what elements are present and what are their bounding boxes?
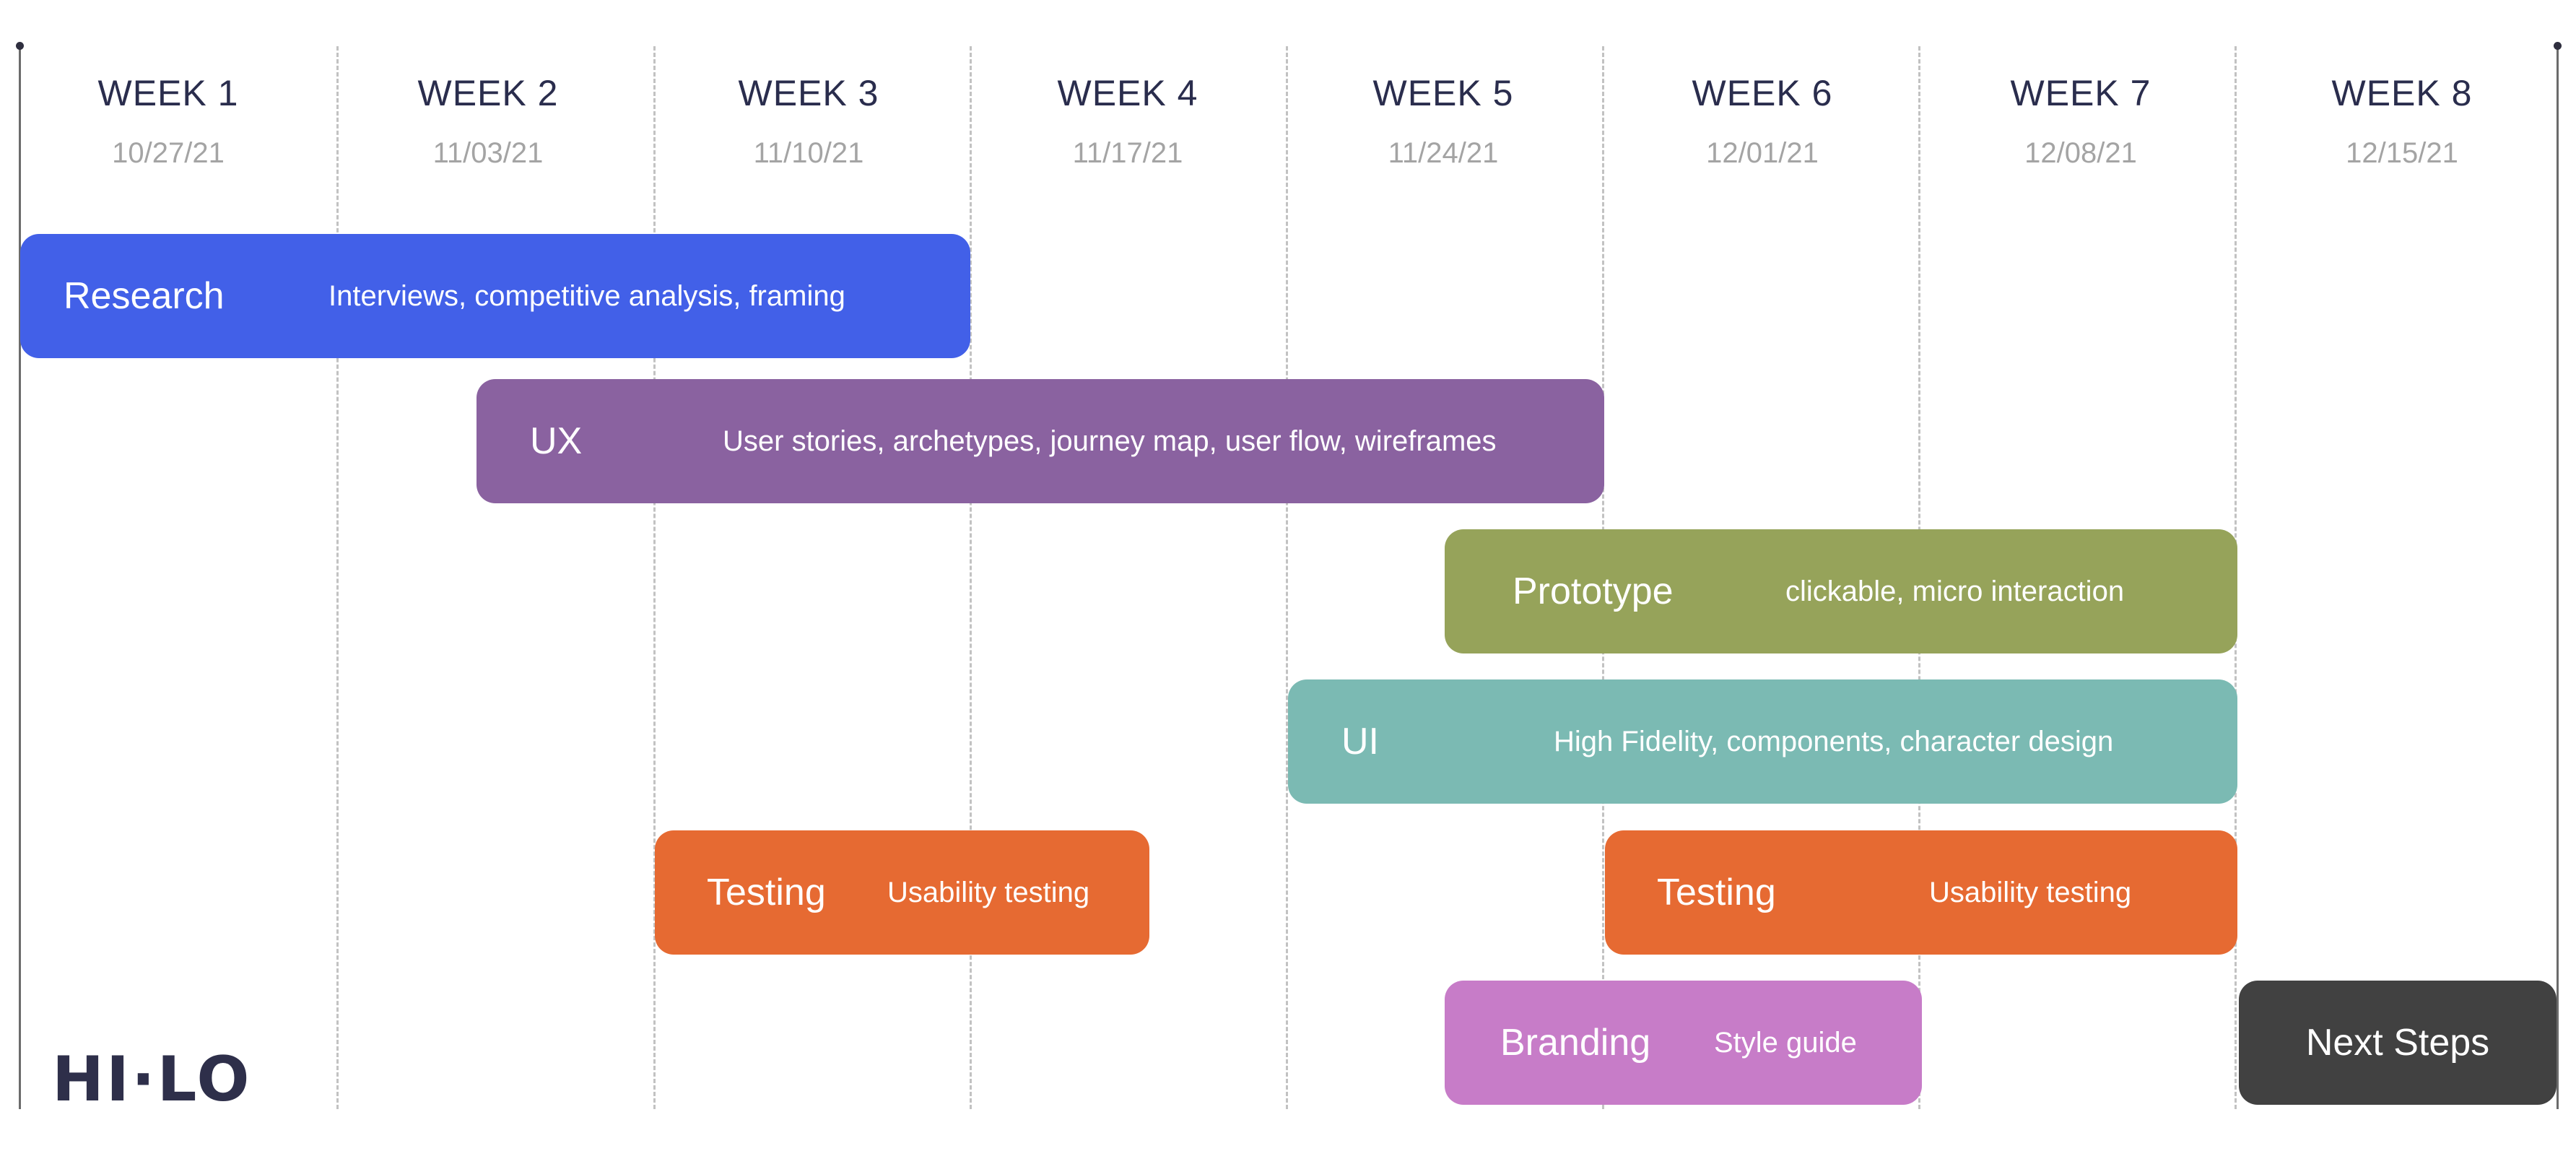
week-date: 12/01/21 (1706, 137, 1819, 169)
task-title: Testing (707, 872, 826, 913)
task-title: Prototype (1513, 570, 1674, 612)
task-description: User stories, archetypes, journey map, u… (723, 425, 1497, 457)
week-header-7: WEEK 7 12/08/21 (1951, 72, 2211, 170)
week-divider (1286, 46, 1288, 1109)
task-description: clickable, micro interaction (1785, 575, 2125, 607)
task-title: Research (64, 275, 225, 317)
week-header-6: WEEK 6 12/01/21 (1632, 72, 1892, 170)
week-date: 10/27/21 (112, 137, 225, 169)
task-description: Usability testing (887, 876, 1090, 908)
week-label: WEEK 6 (1692, 73, 1833, 113)
task-description: Style guide (1714, 1026, 1857, 1059)
hilo-logo: HI·LO (52, 1047, 252, 1112)
week-divider (336, 46, 339, 1109)
week-date: 11/24/21 (1388, 137, 1499, 169)
week-date: 12/15/21 (2346, 137, 2458, 169)
week-label: WEEK 1 (97, 73, 239, 113)
left-timeline-rail (16, 42, 24, 1109)
week-label: WEEK 5 (1372, 73, 1514, 113)
task-bar-next-steps[interactable]: Next Steps (2239, 981, 2557, 1105)
rail-cap-icon (16, 42, 24, 50)
logo-text: HI·LO (52, 1043, 252, 1116)
week-header-5: WEEK 5 11/24/21 (1313, 72, 1573, 170)
right-timeline-rail (2554, 42, 2562, 1109)
task-description: Usability testing (1929, 876, 2132, 908)
rail-cap-icon (2554, 42, 2562, 50)
task-bar-prototype[interactable]: Prototype clickable, micro interaction (1445, 529, 2237, 653)
week-header-1: WEEK 1 10/27/21 (38, 72, 298, 170)
week-label: WEEK 4 (1057, 73, 1198, 113)
week-date: 11/03/21 (432, 137, 544, 169)
task-bar-branding[interactable]: Branding Style guide (1445, 981, 1922, 1105)
week-header-3: WEEK 3 11/10/21 (679, 72, 939, 170)
week-label: WEEK 3 (738, 73, 879, 113)
task-title: Testing (1657, 872, 1776, 913)
week-label: WEEK 7 (2010, 73, 2151, 113)
week-date: 12/08/21 (2024, 137, 2137, 169)
task-description: Interviews, competitive analysis, framin… (328, 279, 845, 312)
week-header-8: WEEK 8 12/15/21 (2272, 72, 2532, 170)
task-bar-testing-2[interactable]: Testing Usability testing (1605, 830, 2237, 955)
week-divider (653, 46, 656, 1109)
task-title: UI (1341, 721, 1379, 763)
task-bar-ui[interactable]: UI High Fidelity, components, character … (1288, 679, 2237, 804)
week-divider (970, 46, 972, 1109)
week-date: 11/10/21 (753, 137, 864, 169)
task-bar-testing-1[interactable]: Testing Usability testing (655, 830, 1149, 955)
week-header-2: WEEK 2 11/03/21 (358, 72, 618, 170)
week-header-4: WEEK 4 11/17/21 (998, 72, 1258, 170)
task-title: Branding (1500, 1022, 1651, 1064)
task-title: Next Steps (2305, 1022, 2490, 1064)
week-label: WEEK 2 (417, 73, 559, 113)
week-label: WEEK 8 (2331, 73, 2473, 113)
task-description: High Fidelity, components, character des… (1554, 725, 2114, 757)
task-title: UX (530, 420, 583, 462)
task-bar-research[interactable]: Research Interviews, competitive analysi… (20, 234, 970, 358)
week-date: 11/17/21 (1072, 137, 1183, 169)
task-bar-ux[interactable]: UX User stories, archetypes, journey map… (477, 379, 1604, 503)
